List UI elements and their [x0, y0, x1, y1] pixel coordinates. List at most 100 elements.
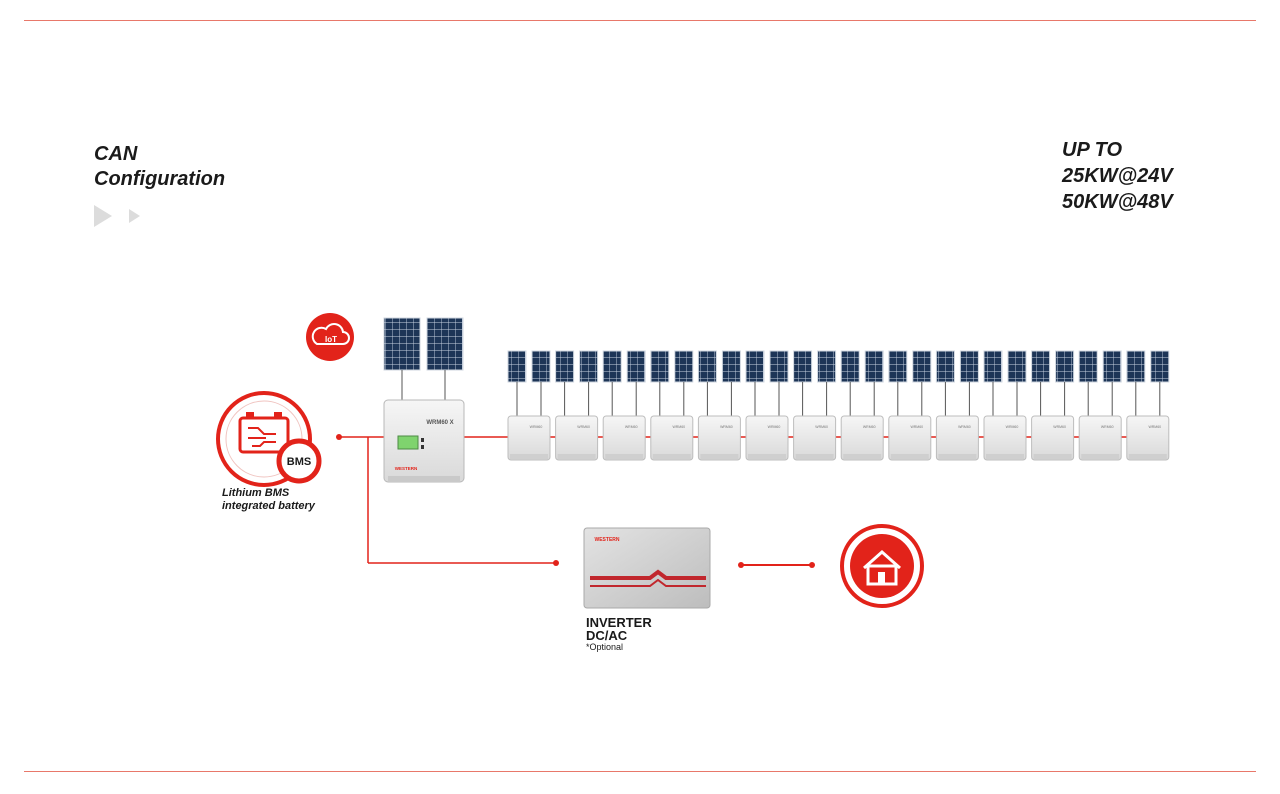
- arrow-right-icon: [94, 205, 112, 227]
- solar-panel-icon: [793, 350, 813, 383]
- master-model-label: WRM60 X: [426, 420, 453, 426]
- solar-panel-icon: [555, 350, 575, 383]
- slave-controller-body: [888, 415, 932, 461]
- capacity-text: UP TO 25KW@24V 50KW@48V: [1062, 137, 1173, 215]
- solar-panel-icon: [1007, 350, 1027, 383]
- arrow-right-icon: [129, 209, 140, 223]
- slave-model-label: WRM60: [577, 425, 590, 429]
- slave-controller: WRM60: [1126, 350, 1170, 461]
- slave-controller-base: [890, 454, 929, 459]
- slave-controller: WRM60: [840, 350, 884, 461]
- solar-panel-icon: [1078, 350, 1098, 383]
- slave-controller-body: [555, 415, 599, 461]
- solar-panel-icon: [507, 350, 527, 383]
- slave-controller-base: [938, 454, 977, 459]
- slave-controller-base: [748, 454, 786, 459]
- solar-panel-icon: [1102, 350, 1122, 383]
- slave-controller-body: [1078, 415, 1122, 461]
- slave-controller-body: [1126, 415, 1170, 461]
- slave-controller-base: [700, 454, 739, 459]
- slave-controller-base: [652, 454, 691, 459]
- inverter-label: INVERTER DC/AC *Optional: [586, 616, 652, 653]
- inverter-brand-label: WESTERN: [595, 537, 620, 543]
- solar-panel-icon: [626, 350, 646, 383]
- battery-label: Lithium BMS integrated battery: [222, 487, 315, 513]
- slave-controller-base: [1033, 454, 1072, 459]
- slave-controller: WRM60: [745, 350, 789, 461]
- slave-controller-base: [1081, 454, 1120, 459]
- slave-controller-base: [843, 454, 882, 459]
- slave-controller: WRM60: [983, 350, 1027, 461]
- slave-model-label: WRM60: [863, 425, 876, 429]
- solar-panel-icon: [888, 350, 908, 383]
- slave-controller-body: [1031, 415, 1075, 461]
- solar-panel-icon: [935, 350, 955, 383]
- solar-panel-icon: [579, 350, 599, 383]
- master-solar-array: [383, 317, 464, 400]
- page-title: CAN Configuration: [94, 142, 225, 192]
- battery-bms-icon: BMS: [216, 391, 322, 487]
- top-divider: [24, 20, 1256, 21]
- solar-panel-icon: [1055, 350, 1075, 383]
- bottom-divider: [24, 771, 1256, 772]
- capacity-line-3: 50KW@48V: [1062, 191, 1173, 213]
- master-brand-label: WESTERN: [395, 466, 418, 471]
- slave-controller: WRM60: [555, 350, 599, 461]
- solar-panel-icon: [531, 350, 551, 383]
- solar-panel-icon: [650, 350, 670, 383]
- slave-controller-body: [650, 415, 694, 461]
- battery-label-line-1: Lithium BMS: [222, 487, 290, 499]
- solar-panel-icon: [769, 350, 789, 383]
- solar-panel-icon: [817, 350, 837, 383]
- slave-model-label: WRM60: [1101, 425, 1114, 429]
- inverter-label-line-1: INVERTER: [586, 615, 652, 630]
- slave-model-label: WRM60: [672, 425, 685, 429]
- slave-model-label: WRM60: [768, 425, 781, 429]
- slave-model-label: WRM60: [1148, 425, 1161, 429]
- title-line-1: CAN: [94, 143, 138, 165]
- slave-controller-body: [793, 415, 837, 461]
- solar-panel-icon: [697, 350, 717, 383]
- solar-panel-icon: [1126, 350, 1146, 383]
- slave-model-label: WRM60: [720, 425, 733, 429]
- slave-model-label: WRM60: [1053, 425, 1066, 429]
- slave-controller-body: [745, 415, 789, 461]
- battery-label-line-2: integrated battery: [222, 500, 315, 512]
- slave-model-label: WRM60: [815, 425, 828, 429]
- slave-model-label: WRM60: [625, 425, 638, 429]
- solar-panel-icon: [383, 317, 421, 371]
- solar-panel-icon: [721, 350, 741, 383]
- capacity-line-1: UP TO: [1062, 139, 1123, 161]
- slave-controller-body: [983, 415, 1027, 461]
- title-line-2: Configuration: [94, 168, 226, 190]
- inverter-label-line-2: DC/AC: [586, 628, 628, 643]
- solar-panel-icon: [674, 350, 694, 383]
- slave-controller-base: [605, 454, 644, 459]
- slave-controller: WRM60: [1031, 350, 1075, 461]
- slave-controller-body: [935, 415, 979, 461]
- slave-controller: WRM60: [697, 350, 741, 461]
- slave-controller-body: [602, 415, 646, 461]
- solar-panel-icon: [840, 350, 860, 383]
- house-icon: [840, 524, 924, 608]
- iot-cloud-icon: IoT: [325, 335, 337, 344]
- solar-panel-icon: [426, 317, 464, 371]
- slave-controller: WRM60: [935, 350, 979, 461]
- slave-controller-base: [795, 454, 834, 459]
- slave-controller-base: [1128, 454, 1167, 459]
- slave-controller-base: [510, 454, 548, 459]
- slave-controller-body: [840, 415, 884, 461]
- slave-controller-base: [557, 454, 596, 459]
- slave-controller-base: [986, 454, 1024, 459]
- slave-controller: WRM60: [793, 350, 837, 461]
- slave-controller-body: [697, 415, 741, 461]
- solar-panel-icon: [602, 350, 622, 383]
- solar-panel-icon: [912, 350, 932, 383]
- solar-panel-icon: [1031, 350, 1051, 383]
- solar-panel-icon: [745, 350, 765, 383]
- solar-panel-icon: [1150, 350, 1170, 383]
- bms-badge-text: BMS: [287, 456, 311, 468]
- solar-panel-icon: [959, 350, 979, 383]
